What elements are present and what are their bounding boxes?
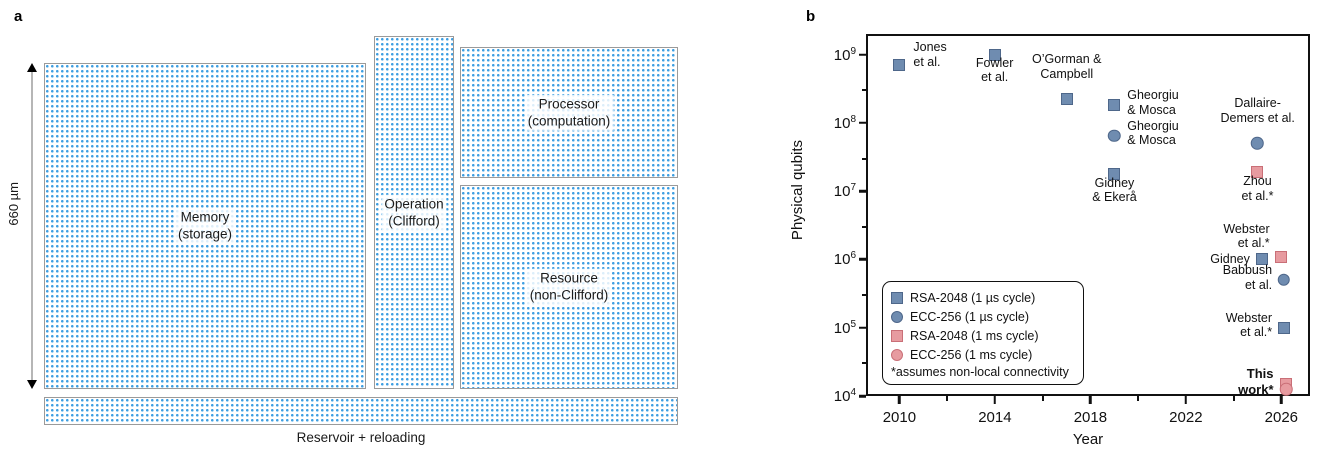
- y-tick-minor: [862, 362, 866, 365]
- y-tick-major: [859, 121, 866, 125]
- data-point-marker: [1108, 129, 1121, 142]
- scale-bar-arrow-up: [27, 63, 37, 72]
- x-tick-label: 2018: [1073, 409, 1108, 426]
- legend-row: RSA-2048 (1 ms cycle): [891, 326, 1074, 345]
- scale-bar: [24, 63, 40, 389]
- zone-resource-label-line2: (non-Clifford): [529, 288, 609, 303]
- legend-label: RSA-2048 (1 ms cycle): [910, 328, 1039, 343]
- scale-bar-arrow-down: [27, 380, 37, 389]
- x-tick-major: [1089, 396, 1092, 404]
- data-point-marker: [1251, 137, 1264, 150]
- scale-bar-line: [31, 71, 33, 381]
- data-point-label: O’Gorman &Campbell: [1032, 52, 1102, 82]
- zone-reservoir: [44, 397, 678, 425]
- data-point-marker: [1251, 166, 1264, 179]
- y-tick-major: [859, 326, 866, 329]
- y-axis-title: Physical qubits: [789, 140, 806, 241]
- zone-operation-label-line1: Operation: [384, 196, 444, 212]
- zone-resource-label-line1: Resource: [540, 270, 598, 286]
- y-tick-major: [859, 258, 866, 261]
- y-tick-major: [859, 53, 866, 56]
- data-point-label: Dallaire-Demers et al.: [1220, 96, 1295, 126]
- x-tick-major: [898, 396, 901, 404]
- data-point-label: Gidney: [1210, 251, 1250, 266]
- x-tick-label: 2022: [1169, 409, 1203, 426]
- x-axis-title: Year: [1072, 431, 1104, 448]
- zone-memory-label-line1: Memory: [180, 209, 230, 225]
- y-tick-label: 106: [833, 250, 856, 269]
- x-tick-label: 2026: [1264, 409, 1299, 426]
- y-tick-minor: [862, 157, 866, 160]
- y-tick-minor: [862, 89, 866, 92]
- legend-row: RSA-2048 (1 µs cycle): [891, 288, 1074, 307]
- legend-swatch-square: [891, 329, 903, 342]
- legend-label: RSA-2048 (1 µs cycle): [910, 290, 1036, 305]
- zone-processor: Processor (computation): [460, 47, 678, 178]
- x-tick-label: 2010: [882, 409, 917, 426]
- zone-memory-label: Memory (storage): [174, 207, 236, 245]
- y-tick-label: 105: [833, 318, 856, 337]
- data-point-marker: [893, 59, 906, 72]
- y-tick-label: 108: [833, 113, 856, 132]
- data-point-marker: [1108, 99, 1121, 112]
- zone-resource: Resource (non-Clifford): [460, 185, 678, 389]
- data-point-label: Gidney& Ekerå: [1092, 175, 1137, 205]
- data-point-label: Gheorgiu& Mosca: [1127, 118, 1179, 148]
- y-tick-minor: [862, 225, 866, 228]
- zone-processor-label-line1: Processor: [538, 96, 600, 112]
- legend-footnote: *assumes non-local connectivity: [891, 365, 1069, 379]
- legend-label: ECC-256 (1 ms cycle): [910, 347, 1033, 362]
- reservoir-caption: Reservoir + reloading: [296, 430, 426, 445]
- data-point-marker: [1256, 253, 1269, 266]
- panel-b-letter: b: [806, 8, 816, 25]
- data-point-marker: [1108, 167, 1121, 180]
- zone-operation-label-line2: (Clifford): [388, 213, 440, 229]
- data-point-marker: [1275, 250, 1288, 263]
- scale-bar-label: 660 µm: [6, 182, 21, 226]
- zone-processor-label: Processor (computation): [524, 94, 614, 131]
- y-tick-label: 107: [833, 182, 856, 201]
- panel-a-letter: a: [14, 8, 23, 25]
- x-tick-minor: [1137, 396, 1140, 401]
- zone-memory: Memory (storage): [44, 63, 366, 389]
- zone-memory-label-line2: (storage): [177, 227, 233, 242]
- data-point-label: Gheorgiu& Mosca: [1127, 88, 1179, 118]
- data-point-marker: [988, 48, 1001, 61]
- data-point-marker: [1277, 273, 1290, 287]
- data-point-marker: [1279, 383, 1293, 396]
- y-tick-label: 109: [833, 45, 856, 64]
- y-tick-label: 104: [833, 387, 856, 405]
- y-tick-major: [859, 189, 866, 193]
- zone-operation: Operation (Clifford): [374, 36, 454, 389]
- legend-row: ECC-256 (1 µs cycle): [891, 307, 1074, 326]
- legend-swatch-circle: [891, 310, 903, 323]
- x-tick-label: 2014: [978, 409, 1012, 426]
- x-tick-minor: [1232, 396, 1235, 401]
- data-point-marker: [1060, 93, 1073, 106]
- data-point-marker: [1277, 321, 1290, 334]
- legend-swatch-square: [891, 291, 903, 304]
- x-tick-minor: [1041, 396, 1044, 401]
- legend-label: ECC-256 (1 µs cycle): [910, 309, 1030, 324]
- y-tick-major: [859, 394, 866, 398]
- x-tick-major: [993, 396, 997, 404]
- zone-processor-label-line2: (computation): [527, 113, 611, 129]
- zone-resource-label: Resource (non-Clifford): [526, 268, 612, 306]
- legend-swatch-circle: [891, 348, 903, 361]
- y-tick-minor: [862, 294, 866, 297]
- x-tick-major: [1280, 396, 1283, 404]
- x-tick-major: [1184, 396, 1188, 404]
- zone-operation-label: Operation (Clifford): [381, 194, 447, 231]
- x-tick-minor: [946, 396, 949, 401]
- chart-legend: RSA-2048 (1 µs cycle) ECC-256 (1 µs cycle…: [882, 281, 1084, 385]
- legend-row: ECC-256 (1 ms cycle): [891, 345, 1074, 364]
